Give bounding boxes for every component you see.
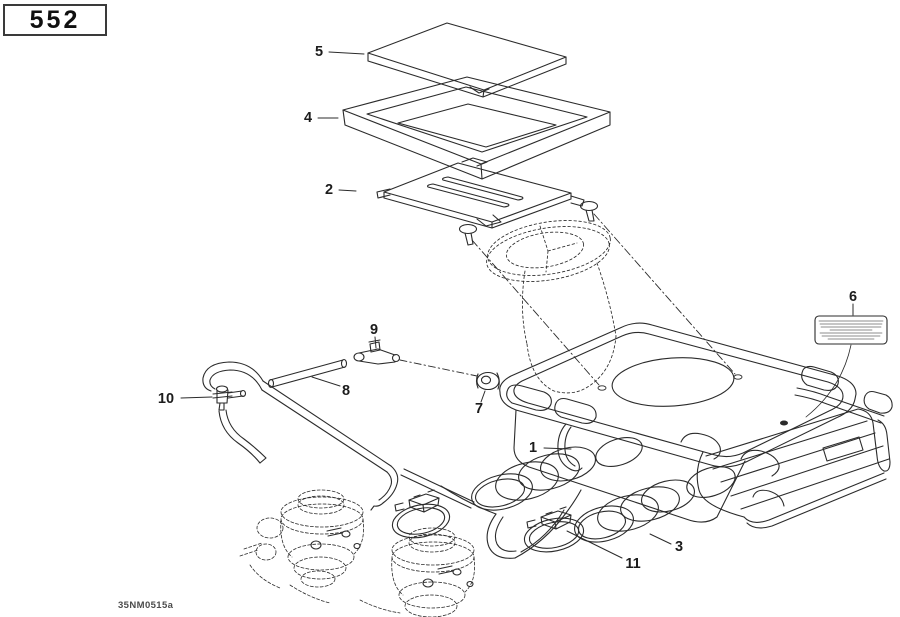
part-group-badge: 552: [3, 4, 107, 36]
ghost-intake-funnel: [486, 220, 617, 394]
part-1-airbox-top: [499, 322, 893, 477]
part-2-plate: [376, 157, 585, 229]
part-group-number: 552: [29, 5, 81, 34]
callout-1: 1: [528, 439, 538, 456]
vent-hoses: [202, 361, 475, 511]
part-8-tube: [267, 358, 348, 389]
callout-11: 11: [625, 555, 641, 572]
airbox-front-face: [513, 409, 785, 523]
callout-leaders: [180, 51, 854, 559]
callout-6: 6: [848, 288, 858, 305]
callout-3: 3: [674, 538, 684, 555]
callout-4: 4: [303, 109, 313, 126]
callout-8: 8: [341, 382, 351, 399]
callout-7: 7: [474, 400, 484, 417]
callout-9: 9: [369, 321, 379, 338]
airbox-lower-half: [696, 387, 891, 529]
part-9-t-fitting: [353, 339, 478, 377]
part-5-cover: [367, 22, 567, 98]
drawing-code: 35NM0515a: [118, 600, 174, 611]
carburetors-reference: [239, 489, 475, 617]
duct-bracket: [440, 485, 582, 559]
caution-decal-icon: [805, 315, 888, 418]
part-7-grommet: [475, 371, 500, 391]
part-3-boots: [471, 446, 695, 543]
callout-2: 2: [324, 181, 334, 198]
push-pin-fasteners: [458, 200, 743, 391]
part-11-clamp-rings: [391, 489, 585, 553]
carb-fittings: [310, 527, 474, 588]
part-10-check-valve: [212, 385, 247, 411]
callout-5: 5: [314, 43, 324, 60]
callout-10: 10: [157, 390, 175, 407]
part-4-frame: [342, 76, 611, 180]
